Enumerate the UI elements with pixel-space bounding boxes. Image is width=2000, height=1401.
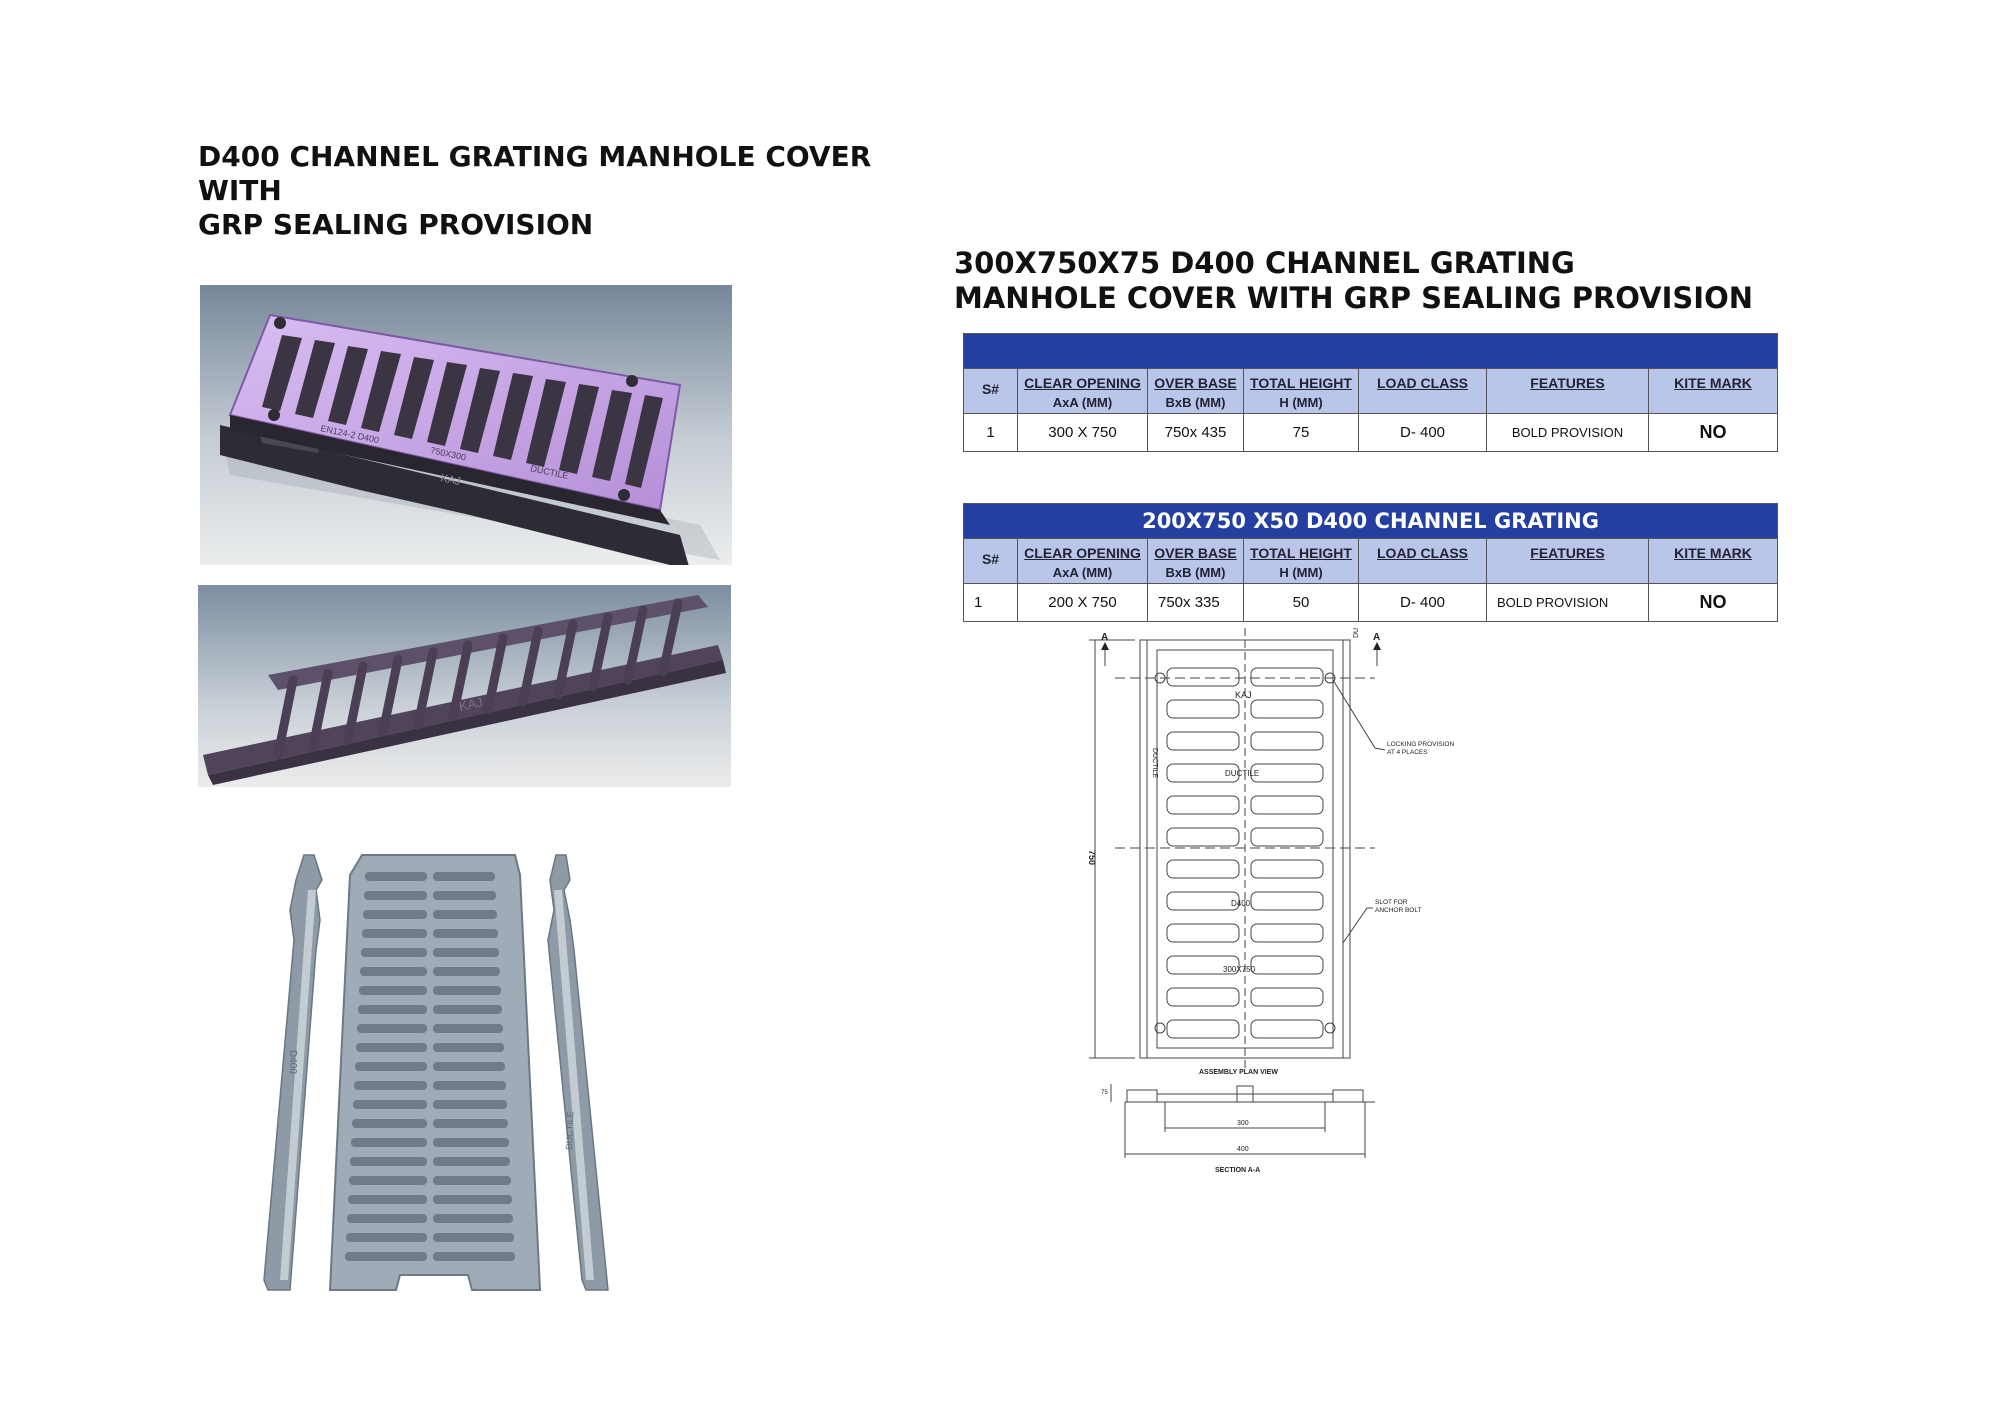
gray-cast-d400: D400	[287, 1050, 298, 1074]
locking-note-line-2: AT 4 PLACES	[1387, 749, 1428, 756]
col-header-kite-mark: KITE MARK	[1647, 368, 1779, 414]
col-header-load-class: LOAD CLASS	[1358, 538, 1487, 584]
table-row: 1 300 X 750 750x 435 75 D- 400 BOLD PROV…	[963, 413, 1779, 452]
technical-drawing: A A KAJ DUCTILE D400 300X750 DUCTILE DUC…	[1075, 608, 1475, 1188]
table-band-title: 200X750 X50 D400 CHANNEL GRATING	[962, 503, 1779, 539]
slot-note-line-2: ANCHOR BOLT	[1375, 907, 1421, 914]
cell-sno: 1	[963, 583, 1018, 622]
cell-load-class: D- 400	[1358, 583, 1487, 622]
cell-total-height: 75	[1243, 413, 1359, 452]
product-title: 300X750X75 D400 CHANNEL GRATING MANHOLE …	[954, 246, 1774, 317]
section-marker-right: A	[1373, 632, 1380, 643]
section-caption: SECTION A-A	[1215, 1167, 1260, 1174]
slot-note-line-1: SLOT FOR	[1375, 899, 1408, 906]
frame-brand-mark: KAJ	[458, 694, 484, 714]
cell-features: BOLD PROVISION	[1486, 583, 1649, 622]
cell-load-class: D- 400	[1358, 413, 1487, 452]
spec-table-200x750: 200X750 X50 D400 CHANNEL GRATING S# CLEA…	[962, 503, 1779, 622]
page-title-line-2: GRP SEALING PROVISION	[198, 208, 594, 242]
table-row: 1 200 X 750 750x 335 50 D- 400 BOLD PROV…	[963, 583, 1779, 622]
col-header-sno: S#	[963, 538, 1018, 584]
drawing-ductile-side: DUCTILE	[1151, 748, 1158, 778]
drawing-size-label: 300X750	[1223, 965, 1256, 974]
col-header-features: FEATURES	[1486, 368, 1649, 414]
technical-drawing-svg: A A KAJ DUCTILE D400 300X750 DUCTILE DUC…	[1087, 608, 1454, 1174]
page-title: D400 CHANNEL GRATING MANHOLE COVER WITH …	[198, 140, 958, 242]
grating-photo-top: EN124-2 D400 750X300 DUCTILE KAJ	[200, 285, 732, 565]
cell-over-base: 750x 435	[1147, 413, 1244, 452]
drawing-brand: KAJ	[1235, 690, 1252, 700]
section-marker-left: A	[1101, 632, 1108, 643]
cell-kite-mark: NO	[1647, 413, 1779, 452]
col-header-kite-mark: KITE MARK	[1647, 538, 1779, 584]
product-title-line-1: 300X750X75 D400 CHANNEL GRATING	[954, 246, 1575, 280]
cell-total-height: 50	[1243, 583, 1359, 622]
dim-400: 400	[1237, 1146, 1249, 1153]
drawing-ductile-label: DUCTILE	[1225, 769, 1259, 778]
locking-note-line-1: LOCKING PROVISION	[1387, 741, 1454, 748]
col-header-sno: S#	[963, 368, 1018, 414]
drawing-d400-label: D400	[1231, 899, 1251, 908]
cell-clear-opening: 200 X 750	[1017, 583, 1148, 622]
dim-750: 750	[1087, 850, 1097, 865]
cell-sno: 1	[963, 413, 1018, 452]
frame-photo-image: KAJ	[198, 585, 731, 787]
cell-clear-opening: 300 X 750	[1017, 413, 1148, 452]
cell-features: BOLD PROVISION	[1486, 413, 1649, 452]
brand-mark: KAJ	[439, 472, 461, 488]
grating-photo-gray-image: D400 DUCTILE	[250, 850, 620, 1295]
cell-over-base: 750x 335	[1147, 583, 1244, 622]
col-header-features: FEATURES	[1486, 538, 1649, 584]
gray-cast-ductile: DUCTILE	[564, 1111, 575, 1150]
page-title-line-1: D400 CHANNEL GRATING MANHOLE COVER WITH	[198, 140, 872, 208]
drawing-ductile-top: DUCTILE	[1353, 628, 1360, 638]
dim-300: 300	[1237, 1120, 1249, 1127]
grating-photo-top-image: EN124-2 D400 750X300 DUCTILE KAJ	[200, 285, 732, 565]
dim-75: 75	[1101, 1090, 1108, 1096]
grating-photo-gray: D400 DUCTILE	[250, 850, 620, 1295]
frame-photo: KAJ	[198, 585, 731, 787]
col-header-load-class: LOAD CLASS	[1358, 368, 1487, 414]
plan-caption: ASSEMBLY PLAN VIEW	[1199, 1069, 1278, 1076]
cell-kite-mark: NO	[1647, 583, 1779, 622]
table-band	[962, 333, 1779, 369]
product-title-line-2: MANHOLE COVER WITH GRP SEALING PROVISION	[954, 281, 1754, 316]
